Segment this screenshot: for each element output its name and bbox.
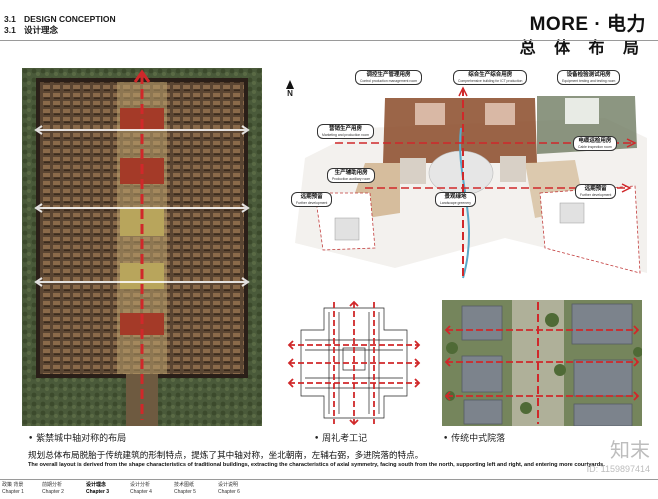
- courtyard-aerial-image: [442, 300, 642, 426]
- subsection-number: 3.1: [4, 25, 16, 35]
- site-label-control-production: 调控生产管理用房 Control production management r…: [355, 70, 423, 86]
- description-chinese: 规划总体布局脱胎于传统建筑的形制特点，提炼了其中轴对称，坐北朝南，左辅右弼，多进…: [28, 451, 424, 461]
- brand-block: MORE · 电力 总 体 布 局: [520, 14, 646, 58]
- watermark-logo: 知末: [610, 438, 650, 462]
- caption-forbidden-city: • 紫禁城中轴对称的布局: [28, 434, 127, 444]
- watermark-id: ID: 1159897414: [586, 464, 650, 474]
- brand-title: MORE · 电力: [529, 14, 646, 35]
- watermark: 知末 ID: 1159897414: [587, 439, 650, 475]
- site-label-equipment-testing: 设备检验测试用房 Equipment testing and testing r…: [557, 70, 621, 86]
- site-label-cable-inspection: 电缆运检用房 Cable inspection room: [573, 136, 617, 152]
- compass-label: N: [287, 89, 293, 98]
- north-arrow-icon: N: [283, 80, 297, 98]
- footer-divider: [0, 479, 658, 480]
- site-label-further-development-right: 远期预留 Further development: [575, 184, 617, 200]
- zhouli-grid-illustration: [287, 300, 421, 426]
- section-number: 3.1: [4, 14, 16, 24]
- site-label-marketing: 营销生产用房 Marketing and production room: [317, 124, 374, 140]
- forbidden-city-illustration: [22, 68, 262, 426]
- caption-zhouli: • 周礼考工记: [314, 434, 368, 444]
- page-title: 总 体 布 局: [519, 40, 646, 57]
- header-divider: [0, 40, 658, 41]
- description-english: The overall layout is derived from the s…: [28, 462, 605, 468]
- site-plan-diagram: N 调控生产管理用房 Control production management…: [275, 68, 647, 282]
- section-title: DESIGN CONCEPTION: [24, 14, 116, 24]
- forbidden-city-aerial-image: [22, 68, 262, 426]
- section-header: 3.1 DESIGN CONCEPTION 3.1 设计理念: [4, 14, 116, 36]
- site-label-production-auxiliary: 生产辅助用房 Production auxiliary room: [327, 168, 376, 184]
- site-label-landscape: 景观绿地 Landscape greenery: [435, 192, 476, 208]
- caption-courtyard: • 传统中式院落: [443, 434, 506, 444]
- subsection-title: 设计理念: [24, 25, 59, 35]
- site-label-ict-building: 综合生产综合用房 Comprehensive building for ICT …: [453, 70, 528, 86]
- site-label-further-development-left: 远期预留 Further development: [291, 192, 333, 208]
- zhouli-kaogongji-diagram: [279, 300, 429, 426]
- courtyard-illustration: [442, 300, 642, 426]
